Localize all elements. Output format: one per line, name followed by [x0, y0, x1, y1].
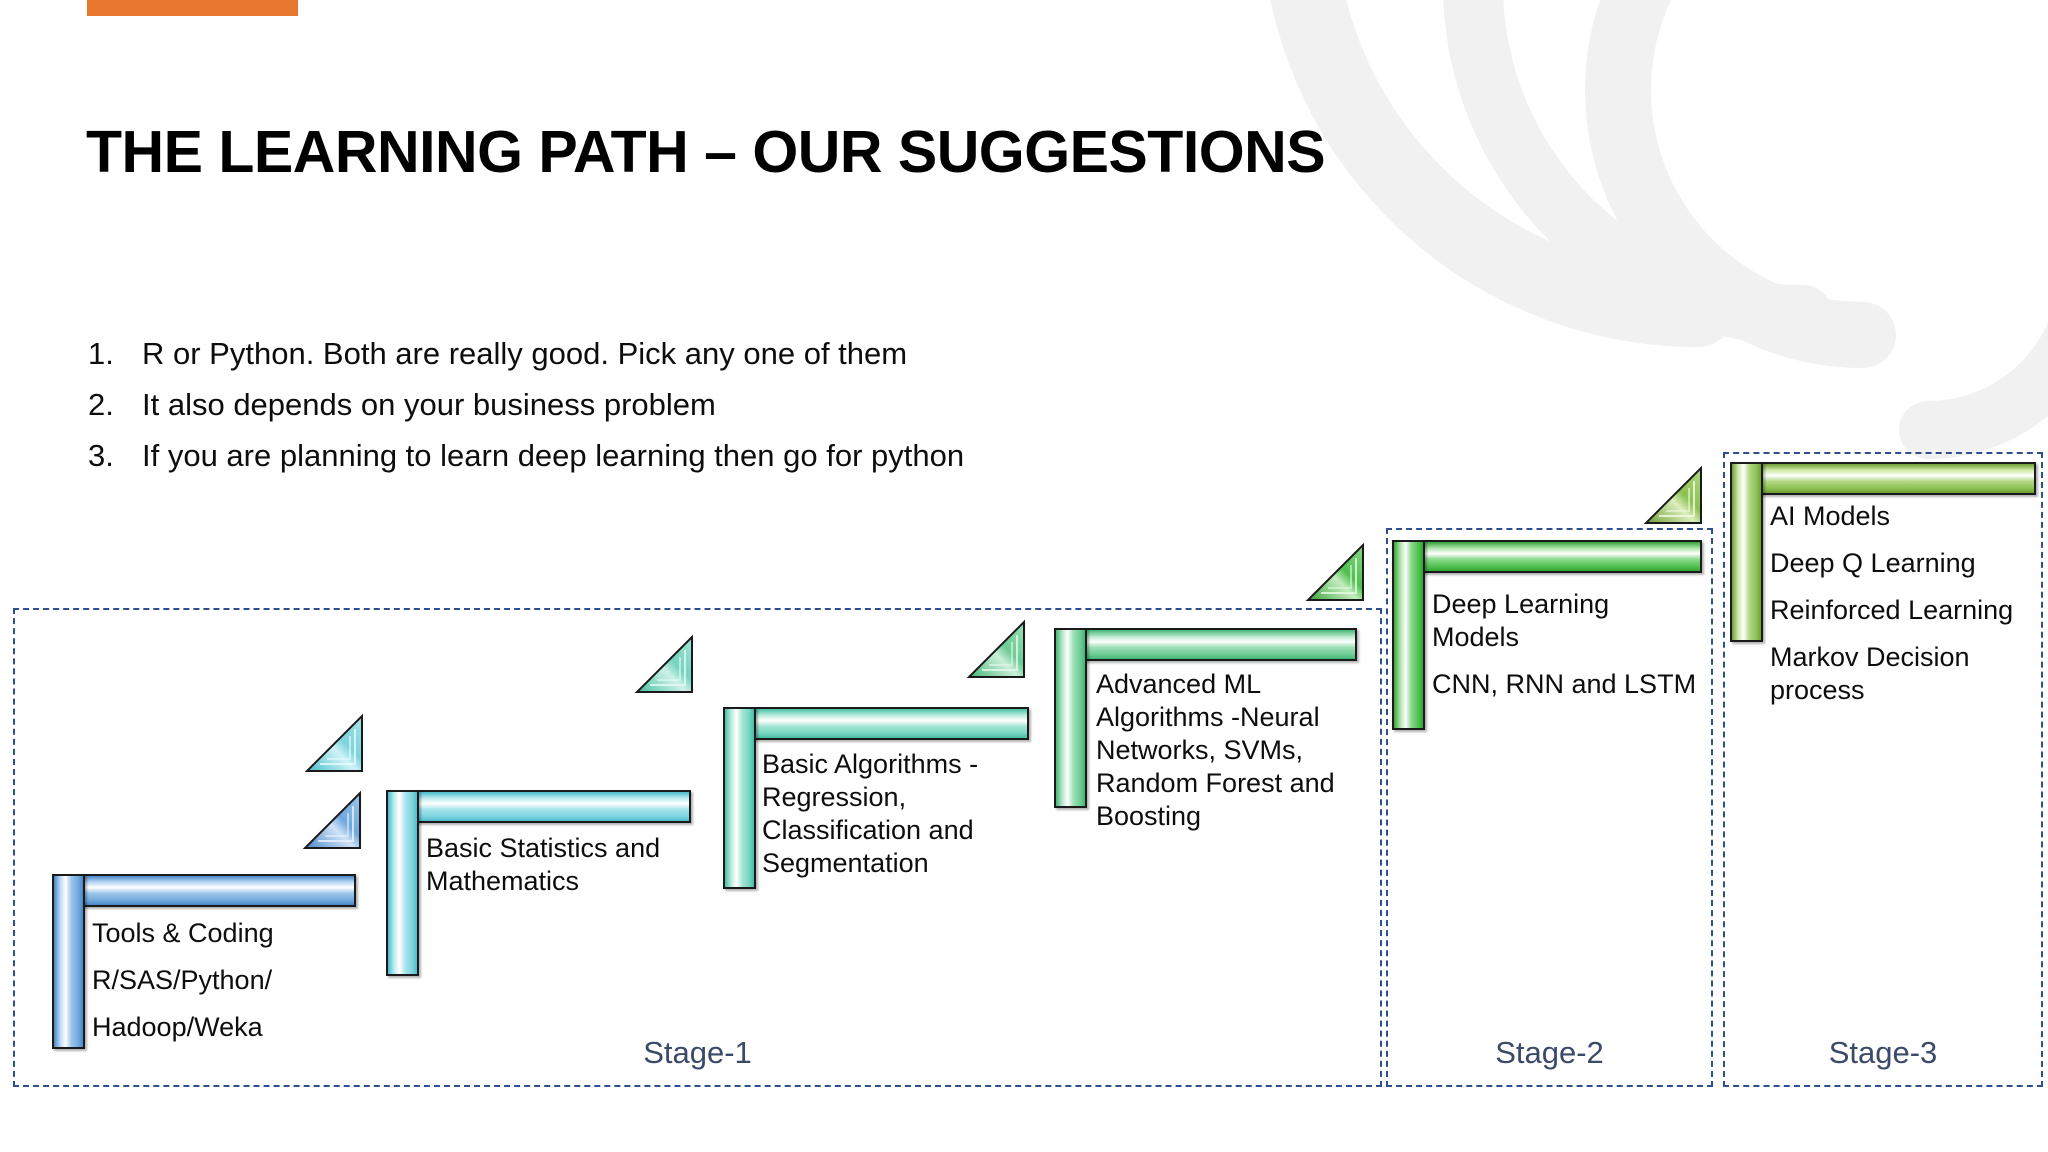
step-6-bracket-left-arm	[1730, 462, 1763, 642]
step-4-line-5: Boosting	[1096, 801, 1202, 831]
step-2-bracket-top-arm	[386, 790, 691, 823]
list-item-number: 2.	[88, 387, 114, 422]
step-6-line-1: AI Models	[1770, 501, 1891, 531]
step-3-bracket-left-arm	[723, 707, 756, 889]
step-4-triangle-icon	[966, 619, 1025, 678]
list-item: 3. If you are planning to learn deep lea…	[88, 435, 964, 476]
step-1-line-1: Tools & Coding	[92, 918, 274, 948]
list-item: 1. R or Python. Both are really good. Pi…	[88, 333, 964, 374]
list-item-label: If you are planning to learn deep learni…	[142, 438, 965, 473]
step-4-line-4: Random Forest and	[1096, 768, 1335, 798]
step-1-triangle-icon	[302, 790, 361, 849]
step-4-text: Advanced ML Algorithms -Neural Networks,…	[1096, 668, 1366, 833]
stage-box-2: Stage-2	[1386, 528, 1713, 1087]
step-2-line-1: Basic Statistics and	[426, 833, 661, 863]
stage-box-3: Stage-3	[1723, 452, 2043, 1087]
step-5-line-1: Deep Learning	[1432, 589, 1610, 619]
step-3-line-4: Segmentation	[762, 848, 929, 878]
step-6-bracket-top-arm	[1730, 462, 2036, 495]
list-item: 2. It also depends on your business prob…	[88, 384, 964, 425]
step-4-bracket-left-arm	[1054, 628, 1087, 808]
step-4-line-2: Algorithms -Neural	[1096, 702, 1320, 732]
step-6-line-5: process	[1770, 675, 1865, 705]
step-1-line-2: R/SAS/Python/	[92, 965, 273, 995]
step-2-text: Basic Statistics and Mathematics	[426, 832, 706, 898]
step-6-line-2: Deep Q Learning	[1770, 548, 1976, 578]
step-1-bracket-left-arm	[52, 874, 85, 1049]
step-3-line-2: Regression,	[762, 782, 907, 812]
stage-label-3: Stage-3	[1828, 1035, 1938, 1070]
step-4-line-1: Advanced ML	[1096, 669, 1262, 699]
step-2-bracket-left-arm	[386, 790, 419, 976]
step-5-line-2: Models	[1432, 622, 1520, 652]
step-1-line-3: Hadoop/Weka	[92, 1012, 263, 1042]
list-item-number: 1.	[88, 336, 114, 371]
step-3-line-1: Basic Algorithms -	[762, 749, 979, 779]
stage-box-1: Stage-1	[13, 608, 1382, 1087]
list-item-label: It also depends on your business problem	[142, 387, 716, 422]
list-item-number: 3.	[88, 438, 114, 473]
step-5-bracket-top-arm	[1392, 540, 1702, 573]
step-6-triangle-icon	[1643, 465, 1702, 524]
step-1-bracket-top-arm	[52, 874, 356, 907]
stage-label-1: Stage-1	[643, 1035, 752, 1070]
step-5-bracket-left-arm	[1392, 540, 1425, 730]
top-accent-bar	[87, 0, 298, 16]
step-3-line-3: Classification and	[762, 815, 974, 845]
step-6-line-3: Reinforced Learning	[1770, 595, 2014, 625]
list-item-label: R or Python. Both are really good. Pick …	[142, 336, 908, 371]
numbered-list: 1. R or Python. Both are really good. Pi…	[88, 333, 964, 486]
step-4-line-3: Networks, SVMs,	[1096, 735, 1304, 765]
step-1-text: Tools & Coding R/SAS/Python/ Hadoop/Weka	[92, 917, 362, 1044]
step-2-triangle-icon	[304, 713, 363, 772]
step-6-text: AI Models Deep Q Learning Reinforced Lea…	[1770, 500, 2048, 707]
step-3-text: Basic Algorithms - Regression, Classific…	[762, 748, 1042, 880]
step-6-line-4: Markov Decision	[1770, 642, 1970, 672]
page-title: THE LEARNING PATH – OUR SUGGESTIONS	[86, 119, 1326, 185]
step-4-bracket-top-arm	[1054, 628, 1357, 661]
step-5-text: Deep Learning Models CNN, RNN and LSTM	[1432, 588, 1732, 701]
step-5-triangle-icon	[1305, 542, 1364, 601]
stage-label-2: Stage-2	[1495, 1035, 1604, 1070]
step-2-line-2: Mathematics	[426, 866, 580, 896]
step-3-bracket-top-arm	[723, 707, 1029, 740]
step-5-line-3: CNN, RNN and LSTM	[1432, 669, 1697, 699]
step-3-triangle-icon	[634, 634, 693, 693]
